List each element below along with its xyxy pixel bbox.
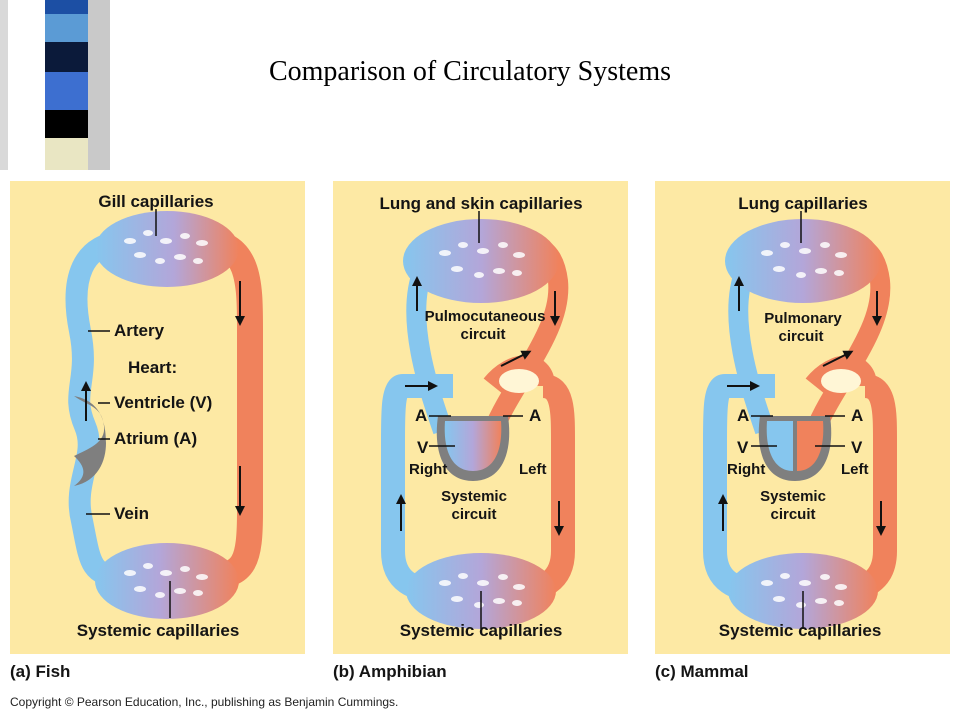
mammal-circuit-label-line1: Pulmonary [764, 310, 842, 327]
amphibian-systemic-capillaries-label: Systemic capillaries [399, 621, 563, 640]
amphibian-systemic-circuit-line2: circuit [451, 506, 497, 523]
fish-systemic-capillaries-label: Systemic capillaries [76, 621, 240, 640]
fish-artery-label: Artery [114, 321, 165, 340]
fish-circulation-diagram [65, 209, 263, 619]
mammal-caption: (c) Mammal [655, 662, 749, 681]
mammal-circulation-diagram [703, 211, 897, 629]
mammal-ventricle-right-label: V [851, 438, 863, 457]
mammal-circuit-label-line2: circuit [778, 328, 824, 345]
mammal-left-label: Left [841, 461, 869, 478]
amphibian-top-capillaries-label: Lung and skin capillaries [379, 194, 583, 213]
mammal-systemic-circuit-line1: Systemic [760, 488, 826, 505]
mammal-top-capillaries-label: Lung capillaries [738, 194, 868, 213]
fish-caption: (a) Fish [10, 662, 71, 681]
amphibian-ventricle-label: V [417, 438, 429, 457]
fish-ventricle-label: Ventricle (V) [114, 393, 213, 412]
amphibian-panel: Lung and skin capillaries Pulmocutaneous… [333, 181, 628, 654]
amphibian-systemic-circuit-line1: Systemic [441, 488, 507, 505]
decorative-color-bars [0, 0, 110, 170]
amphibian-circuit-label-line2: circuit [460, 326, 506, 343]
fish-gill-capillaries-label: Gill capillaries [98, 192, 214, 211]
slide-title: Comparison of Circulatory Systems [268, 56, 672, 87]
fish-panel: Gill capillaries Artery Heart: Ventricle… [10, 181, 305, 654]
amphibian-circuit-label-line1: Pulmocutaneous [424, 308, 546, 325]
fish-vein-label: Vein [114, 504, 149, 523]
mammal-atrium-left-label: A [737, 406, 750, 425]
copyright-notice: Copyright © Pearson Education, Inc., pub… [10, 695, 399, 709]
mammal-ventricle-left-label: V [737, 438, 749, 457]
amphibian-caption: (b) Amphibian [333, 662, 447, 681]
fish-heart-label: Heart: [128, 358, 178, 377]
mammal-systemic-circuit-line2: circuit [770, 506, 816, 523]
mammal-right-label: Right [727, 461, 766, 478]
amphibian-right-label: Right [409, 461, 448, 478]
fish-atrium-label: Atrium (A) [114, 429, 198, 448]
mammal-panel: Lung capillaries Pulmonary circuit A A V… [655, 181, 950, 654]
amphibian-atrium-right-label: A [529, 406, 542, 425]
amphibian-circulation-diagram [381, 211, 575, 629]
amphibian-atrium-left-label: A [415, 406, 428, 425]
amphibian-left-label: Left [519, 461, 547, 478]
mammal-systemic-capillaries-label: Systemic capillaries [718, 621, 882, 640]
mammal-atrium-right-label: A [851, 406, 864, 425]
